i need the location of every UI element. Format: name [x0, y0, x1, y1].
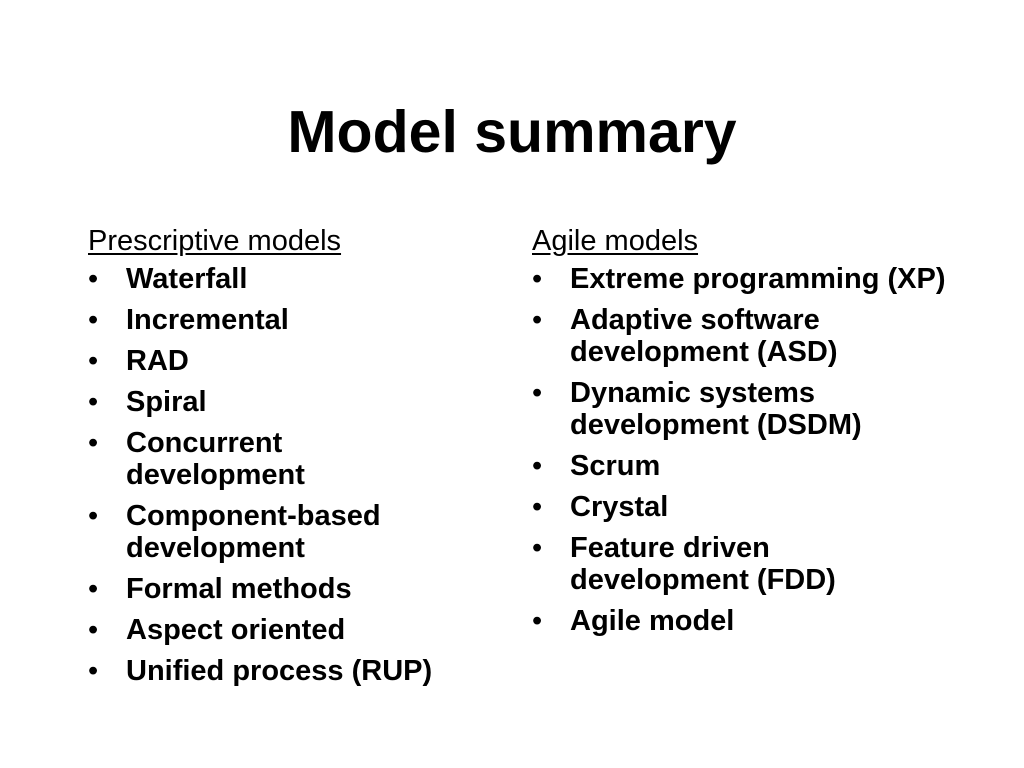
list-item-label: Extreme programming (XP) [570, 263, 946, 295]
list-item-label: Component-based development [126, 500, 381, 564]
bullet-icon: • [532, 263, 543, 295]
slide-title: Model summary [287, 99, 737, 165]
list-item: • Component-based development [88, 500, 476, 564]
list-item: • Waterfall [88, 263, 508, 295]
bullet-icon: • [88, 655, 99, 687]
bullet-icon: • [88, 304, 99, 336]
prescriptive-models-heading: Prescriptive models [88, 225, 342, 257]
bullet-icon: • [532, 605, 543, 637]
list-item-label: RAD [126, 345, 189, 377]
agile-models-list: • Extreme programming (XP) • Adaptive soft… [532, 263, 952, 637]
bullet-icon: • [532, 491, 543, 523]
bullet-icon: • [532, 377, 543, 409]
list-item-label: Agile model [570, 605, 735, 637]
list-item-label: Concurrent development [126, 427, 305, 491]
list-item: • Unified process (RUP) [88, 655, 508, 687]
prescriptive-models-list: • Waterfall • Incremental • RAD • Spiral • Co… [88, 263, 508, 687]
list-item: • Adaptive software development (ASD) [532, 304, 940, 368]
list-item: • Formal methods [88, 573, 508, 605]
bullet-icon: • [88, 573, 99, 605]
prescriptive-models-column: Prescriptive models • Waterfall • Incremen… [88, 222, 508, 696]
list-item-label: Formal methods [126, 573, 352, 605]
list-item: • Feature driven development (FDD) [532, 532, 930, 596]
list-item: • Concurrent development [88, 427, 366, 491]
bullet-icon: • [532, 450, 543, 482]
list-item: • Scrum [532, 450, 952, 482]
list-item: • Crystal [532, 491, 952, 523]
bullet-icon: • [532, 304, 543, 336]
list-item-label: Unified process (RUP) [126, 655, 433, 687]
list-item-label: Aspect oriented [126, 614, 346, 646]
list-item-label: Dynamic systems development (DSDM) [570, 377, 862, 441]
list-item: • Aspect oriented [88, 614, 508, 646]
bullet-icon: • [88, 427, 99, 459]
list-item: • Dynamic systems development (DSDM) [532, 377, 960, 441]
list-item: • Spiral [88, 386, 508, 418]
list-item: • Extreme programming (XP) [532, 263, 970, 295]
agile-models-heading: Agile models [532, 225, 699, 257]
list-item-label: Spiral [126, 386, 207, 418]
list-item-label: Waterfall [126, 263, 248, 295]
bullet-icon: • [532, 532, 543, 564]
agile-models-column: Agile models • Extreme programming (XP) •… [532, 222, 952, 646]
bullet-icon: • [88, 386, 99, 418]
bullet-icon: • [88, 345, 99, 377]
list-item-label: Incremental [126, 304, 289, 336]
bullet-icon: • [88, 263, 99, 295]
list-item: • Incremental [88, 304, 508, 336]
list-item-label: Feature driven development (FDD) [570, 532, 836, 596]
list-item-label: Crystal [570, 491, 669, 523]
list-item-label: Scrum [570, 450, 661, 482]
list-item: • Agile model [532, 605, 952, 637]
list-item: • RAD [88, 345, 508, 377]
bullet-icon: • [88, 614, 99, 646]
bullet-icon: • [88, 500, 99, 532]
list-item-label: Adaptive software development (ASD) [570, 304, 838, 368]
